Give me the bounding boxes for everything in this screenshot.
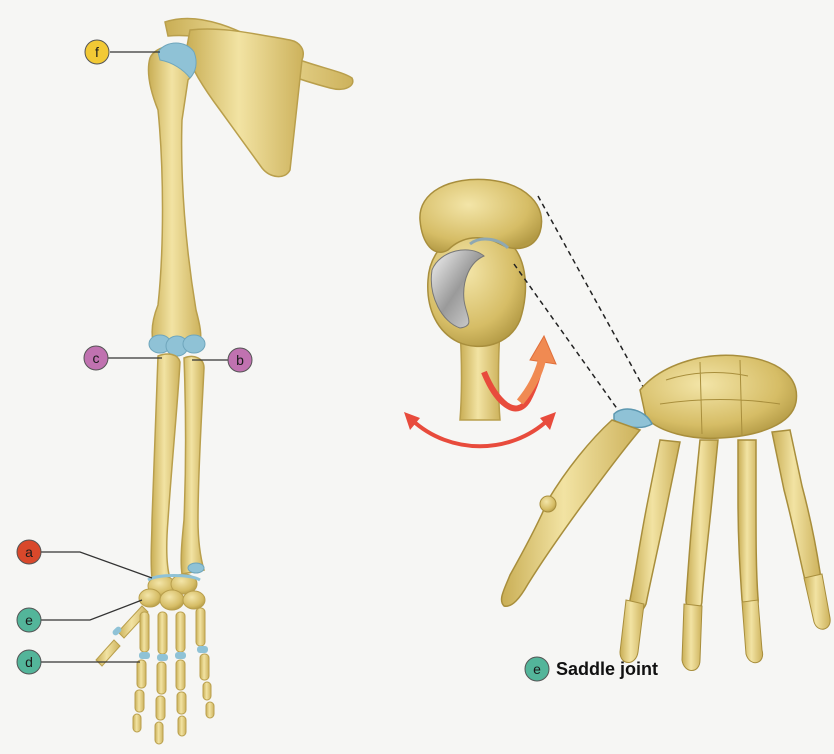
hand-skeleton xyxy=(502,355,831,670)
hand-index-finger xyxy=(630,440,680,613)
hand-thumb xyxy=(502,420,640,606)
saddle-joint-caption: e Saddle joint xyxy=(525,657,658,681)
arm-skeleton xyxy=(96,18,353,744)
label-b-text: b xyxy=(236,352,244,368)
label-f-text: f xyxy=(95,44,99,60)
saddle-joint-model xyxy=(404,179,646,446)
carpal-bones xyxy=(139,574,205,610)
label-a-text: a xyxy=(25,544,33,560)
caption-label-e: e xyxy=(533,661,541,677)
finger-bones xyxy=(133,608,214,744)
hand-carpals xyxy=(640,355,797,438)
elbow-joint xyxy=(149,335,205,356)
caption-text: Saddle joint xyxy=(556,659,658,679)
label-c: c xyxy=(84,346,162,370)
label-d: d xyxy=(17,650,140,674)
rotation-arrow-horizontal xyxy=(412,420,548,446)
label-c-text: c xyxy=(93,350,100,366)
label-e-arm-text: e xyxy=(25,612,33,628)
radius-bone xyxy=(181,356,204,574)
label-a: a xyxy=(17,540,152,578)
hand-ring-finger xyxy=(738,440,758,610)
scapula-bone xyxy=(186,29,303,177)
hand-little-finger xyxy=(772,430,820,585)
humerus-bone xyxy=(148,45,200,348)
hand-middle-finger xyxy=(686,440,718,611)
ulna-bone xyxy=(151,354,180,578)
label-d-text: d xyxy=(25,654,33,670)
